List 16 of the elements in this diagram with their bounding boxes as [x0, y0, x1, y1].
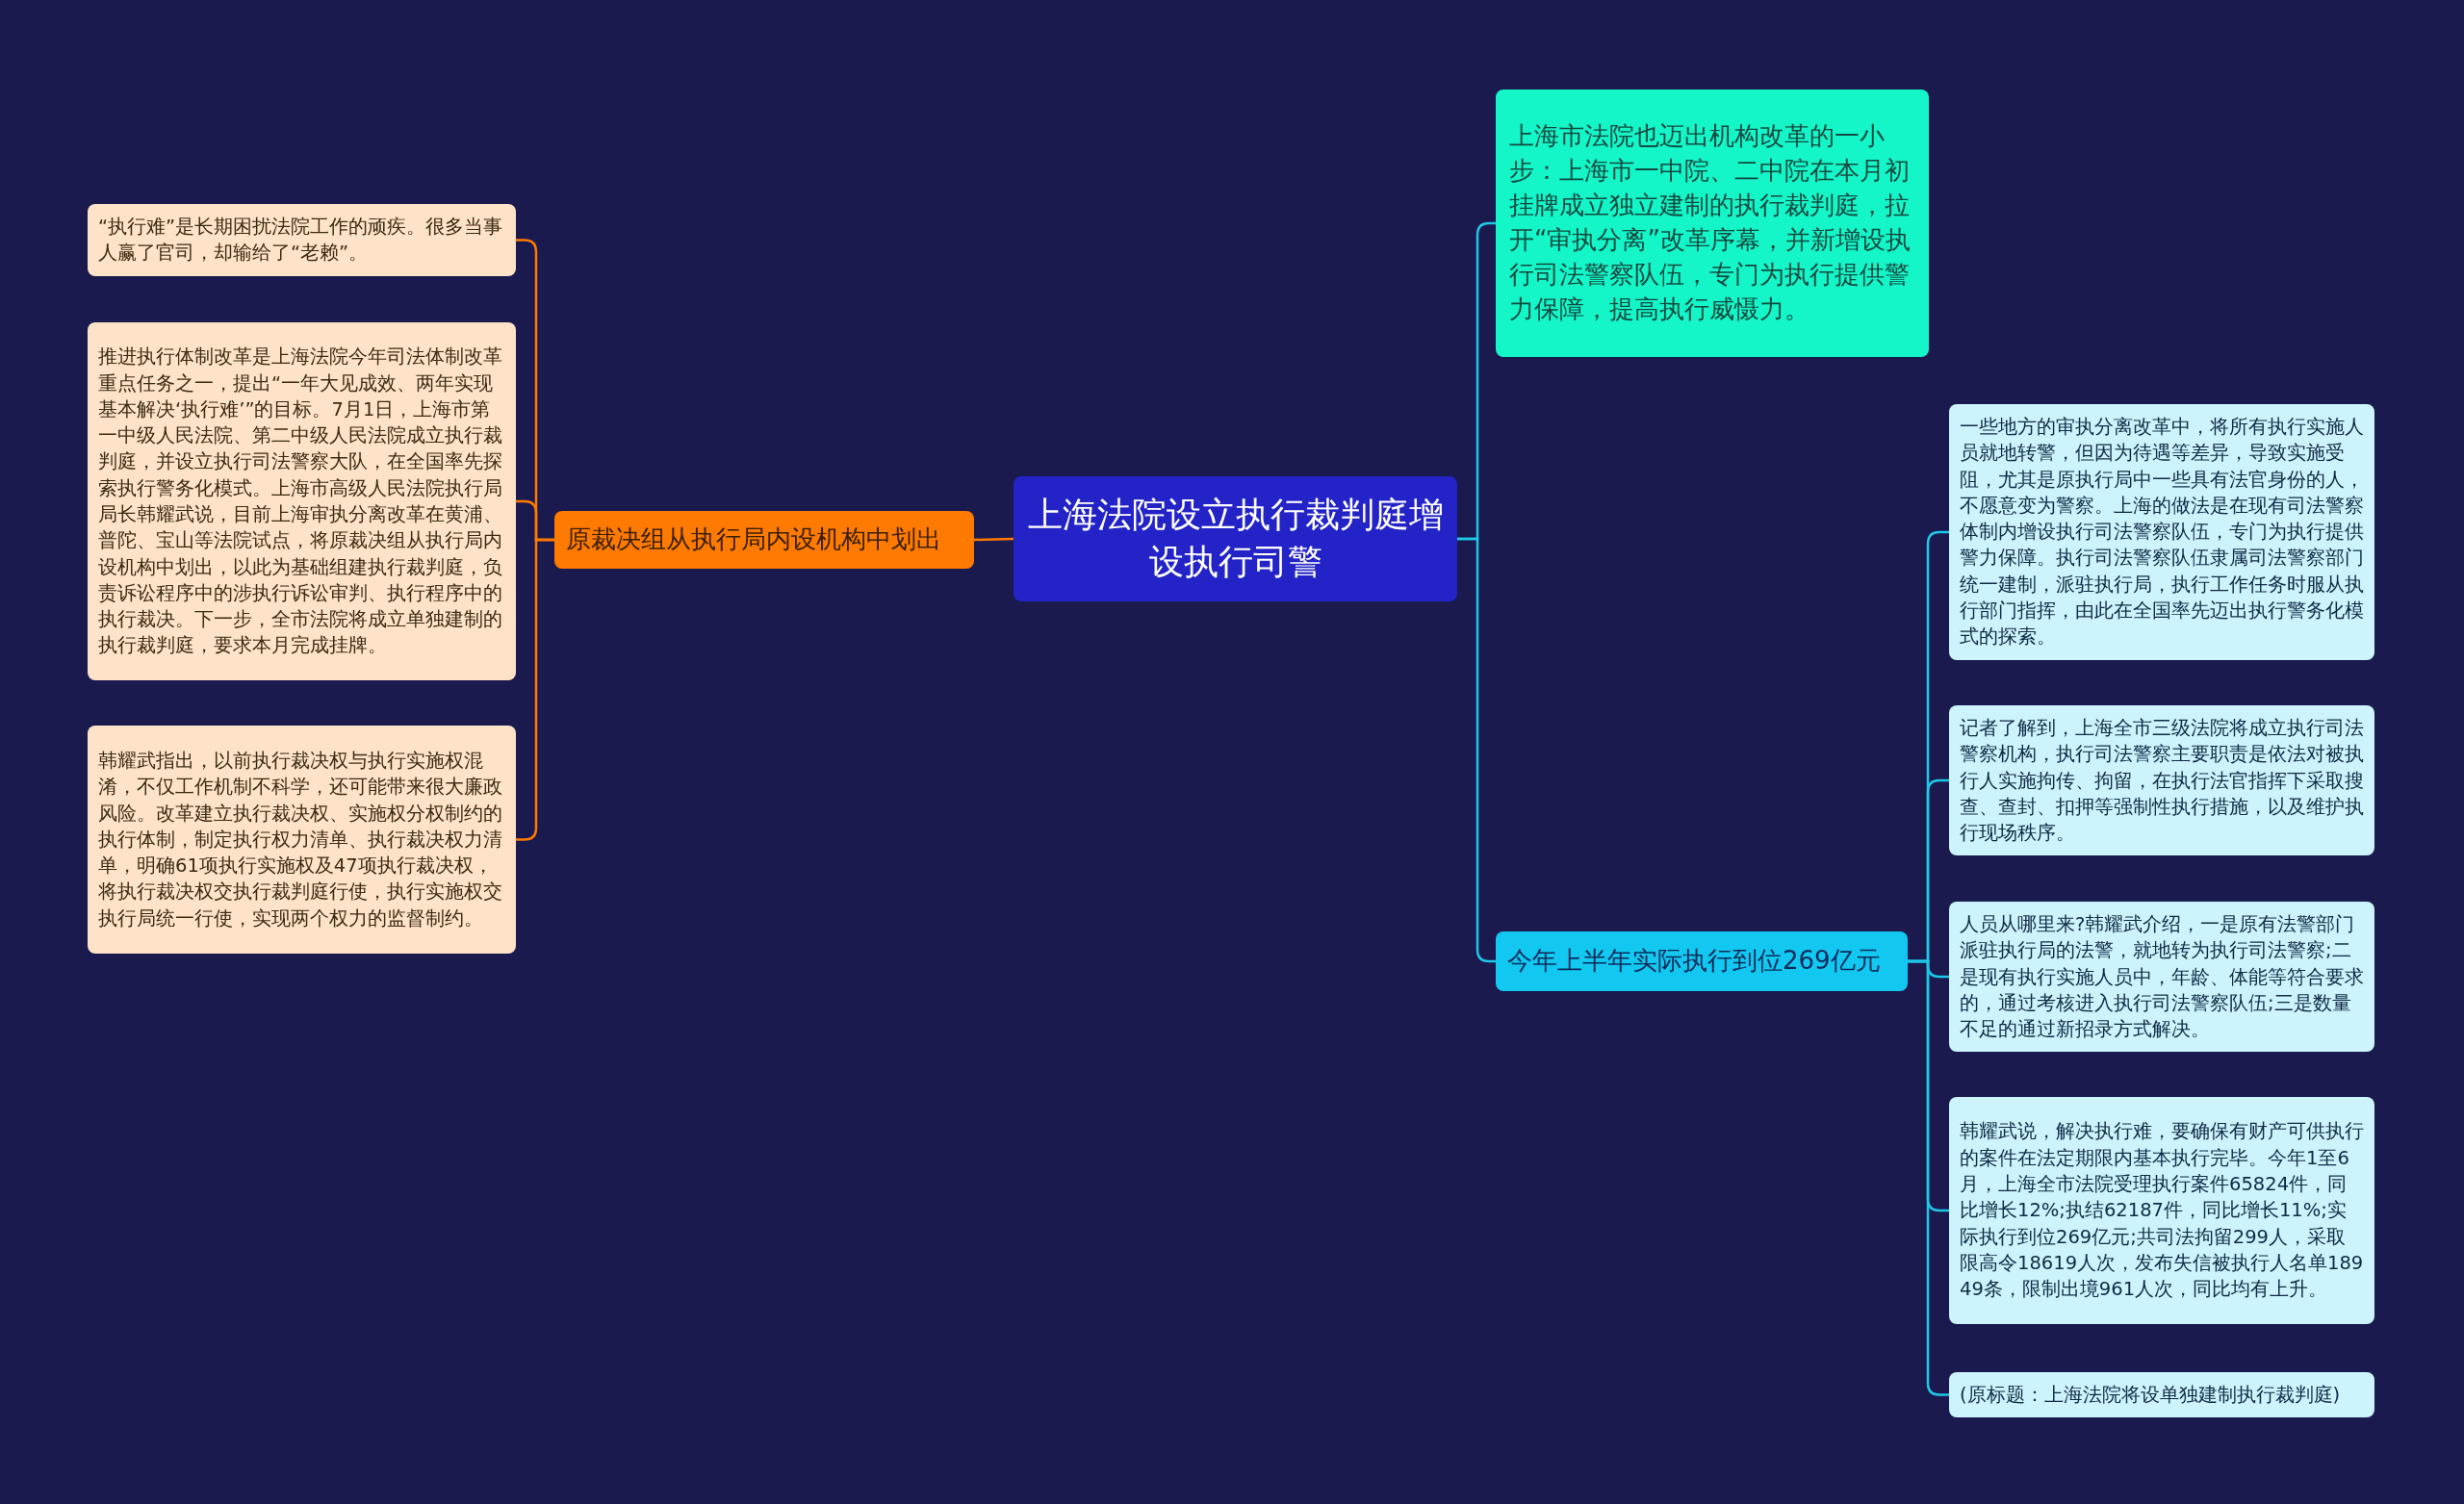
note-card: 推进执行体制改革是上海法院今年司法体制改革重点任务之一，提出“一年大见成效、两年实现基本解决‘执行难’”的目标。7月1日，上海市第一中级人民法院、第二中级人民法院成立执行裁判庭，并设立执行司法警察大队，在全国率先探索执行警务化模式。上海市高级人民法院执行局局长韩耀武说，目前上海审执分离改革在黄浦、普陀、宝山等法院试点，将原裁决组从执行局内设机构中划出，以此为基础组建执行裁判庭，负责诉讼程序中的涉执行诉讼审判、执行程序中的执行裁决。下一步，全市法院将成立单独建制的执行裁判庭，要求本月完成挂牌。 — [88, 322, 516, 680]
note-card: “执行难”是长期困扰法院工作的顽疾。很多当事人赢了官司，却输给了“老赖”。 — [88, 204, 516, 276]
connector-line — [973, 537, 1014, 542]
note-card: 一些地方的审执分离改革中，将所有执行实施人员就地转警，但因为待遇等差异，导致实施受阻，尤其是原执行局中一些具有法官身份的人，不愿意变为警察。上海的做法是在现有司法警察体制内增设执行司法警察队伍，专门为执行提供警力保障。执行司法警察队伍隶属司法警察部门统一建制，派驻执行局，执行工作任务时服从执行部门指挥，由此在全国率先迈出执行警务化模式的探索。 — [1949, 404, 2374, 660]
branch-topic: 今年上半年实际执行到位269亿元 — [1496, 931, 1908, 991]
note-card: (原标题：上海法院将设单独建制执行裁判庭) — [1949, 1372, 2374, 1418]
branch-topic: 原裁决组从执行局内设机构中划出 — [554, 511, 974, 569]
connector-line — [1457, 537, 1496, 963]
connector-line — [516, 538, 554, 841]
note-card: 记者了解到，上海全市三级法院将成立执行司法警察机构，执行司法警察主要职责是依法对被执行人实施拘传、拘留，在执行法官指挥下采取搜查、查封、扣押等强制性执行措施，以及维护执行现场秩序。 — [1949, 705, 2374, 856]
note-card: 韩耀武指出，以前执行裁决权与执行实施权混淆，不仅工作机制不科学，还可能带来很大廉政风险。改革建立执行裁决权、实施权分权制约的执行体制，制定执行权力清单、执行裁决权力清单，明确61项执行实施权及47项执行裁决权，将执行裁决权交执行裁判庭行使，执行实施权交执行局统一行使，实现两个权力的监督制约。 — [88, 726, 516, 954]
connector-line — [1908, 959, 1949, 1396]
branch-topic: 上海市法院也迈出机构改革的一小步：上海市一中院、二中院在本月初挂牌成立独立建制的执行裁判庭，拉开“审执分离”改革序幕，并新增设执行司法警察队伍，专门为执行提供警力保障，提高执行威慑力。 — [1496, 89, 1929, 357]
note-card: 韩耀武说，解决执行难，要确保有财产可供执行的案件在法定期限内基本执行完毕。今年1至6月，上海全市法院受理执行案件65824件，同比增长12%;执结62187件，同比增长11%;实际执行到位269亿元;共司法拘留299人，采取限高令18619人次，发布失信被执行人名单18949条，限制出境961人次，同比均有上升。 — [1949, 1097, 2374, 1324]
note-card: 人员从哪里来?韩耀武介绍，一是原有法警部门派驻执行局的法警，就地转为执行司法警察;二是现有执行实施人员中，年龄、体能等符合要求的，通过考核进入执行司法警察队伍;三是数量不足的通过新招录方式解决。 — [1949, 902, 2374, 1053]
central-topic: 上海法院设立执行裁判庭增设执行司警 — [1014, 476, 1457, 601]
